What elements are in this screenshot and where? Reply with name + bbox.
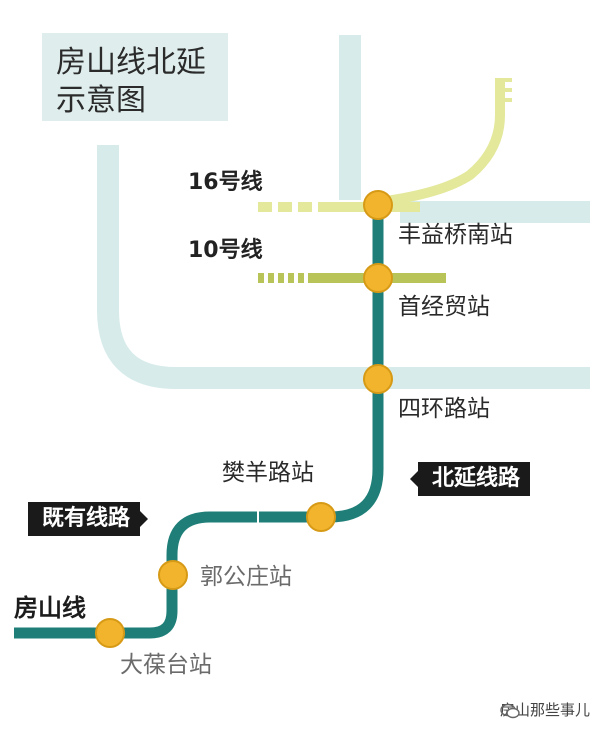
map-title-line1: 房山线北延 bbox=[56, 45, 206, 80]
station-shoujingmao-label: 首经贸站 bbox=[398, 294, 490, 320]
existing-tag-arrow bbox=[140, 511, 149, 527]
extension-tag-arrow bbox=[410, 471, 418, 487]
existing-tag: 既有线路 bbox=[28, 502, 149, 536]
title-box bbox=[42, 33, 228, 121]
extension-tag: 北延线路 bbox=[410, 462, 531, 496]
existing-tag-text: 既有线路 bbox=[42, 506, 131, 531]
wechat-icon bbox=[500, 703, 520, 719]
road-outer bbox=[97, 145, 590, 389]
background-roads bbox=[97, 35, 590, 389]
station-fengyi-marker[interactable] bbox=[363, 190, 393, 220]
station-fanyang-marker[interactable] bbox=[306, 502, 336, 532]
watermark: 房山那些事儿 bbox=[499, 701, 590, 719]
watermark-text: 房山那些事儿 bbox=[499, 701, 590, 719]
station-guogongzhuang-label: 郭公庄站 bbox=[200, 564, 292, 590]
fangshan-line-label: 房山线 bbox=[14, 594, 86, 622]
line-16 bbox=[258, 78, 512, 212]
map-title-line2: 示意图 bbox=[56, 83, 146, 118]
fangshan-line-path bbox=[14, 196, 384, 639]
station-guogongzhuang-marker[interactable] bbox=[158, 560, 188, 590]
station-shoujingmao-marker[interactable] bbox=[363, 263, 393, 293]
station-fanyang-label: 樊羊路站 bbox=[222, 460, 314, 486]
station-fengyi-label: 丰益桥南站 bbox=[398, 222, 513, 248]
map-title: 房山线北延 示意图 bbox=[56, 44, 206, 120]
station-dabaotai-marker[interactable] bbox=[95, 618, 125, 648]
stations bbox=[95, 190, 393, 648]
station-sihuan-label: 四环路站 bbox=[398, 396, 490, 422]
line-16-label: 16号线 bbox=[188, 170, 263, 195]
line-10-label: 10号线 bbox=[188, 238, 263, 263]
station-sihuan-marker[interactable] bbox=[363, 364, 393, 394]
extension-tag-text: 北延线路 bbox=[432, 466, 521, 491]
station-dabaotai-label: 大葆台站 bbox=[120, 652, 212, 678]
